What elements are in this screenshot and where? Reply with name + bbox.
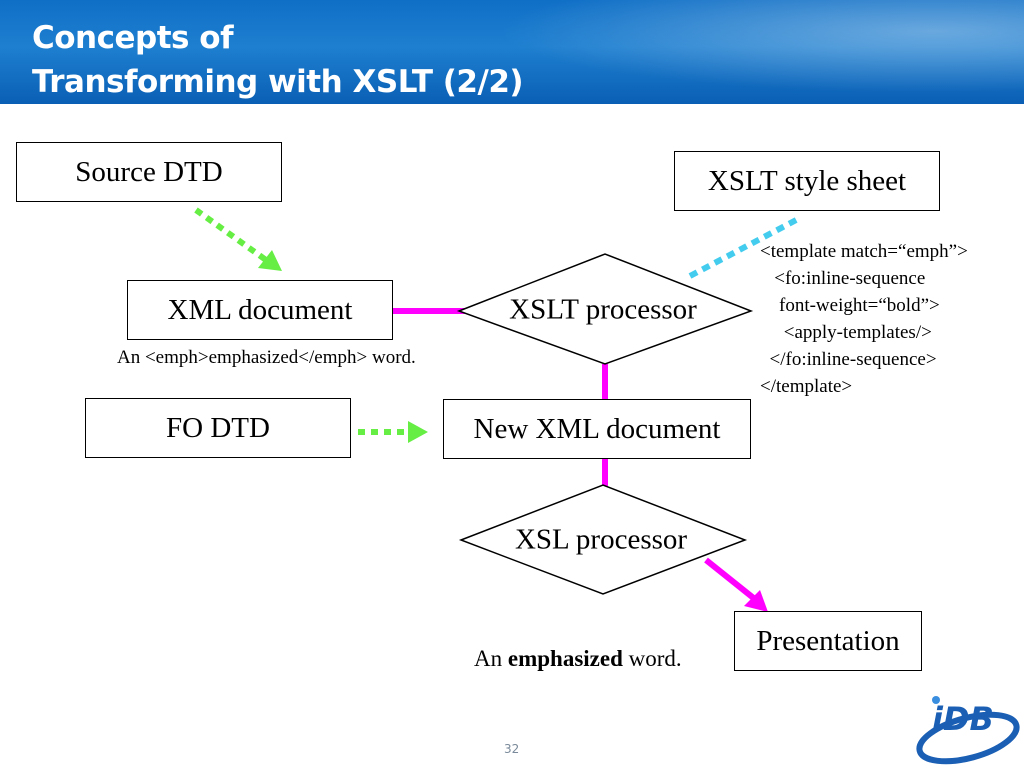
arrowhead-source-dtd [258, 250, 282, 271]
slide-title: Concepts of Transforming with XSLT (2/2) [32, 16, 524, 104]
arrowhead-fo-dtd [408, 421, 428, 443]
fo-dtd-box: FO DTD [85, 398, 351, 458]
presentation-label: Presentation [756, 624, 900, 657]
rendered-result-text: An emphasized word. [474, 646, 682, 672]
xslt-processor-diamond [456, 253, 754, 365]
xsl-processor-label: XSL processor [514, 523, 688, 556]
title-banner: Concepts of Transforming with XSLT (2/2) [0, 0, 1024, 104]
xml-document-box: XML document [127, 280, 393, 340]
xslt-processor-label: XSLT processor [509, 293, 697, 326]
result-bold-word: emphasized [507, 646, 623, 671]
new-xml-document-label: New XML document [473, 412, 721, 445]
presentation-box: Presentation [734, 611, 922, 671]
xslt-style-sheet-label: XSLT style sheet [707, 164, 907, 197]
xsl-processor-diamond [458, 484, 748, 595]
arrowhead-presentation [744, 590, 768, 612]
page-number: 32 [504, 742, 520, 756]
result-prefix: An [474, 646, 508, 671]
code-line: </fo:inline-sequence> [760, 349, 937, 370]
idb-logo: iDB [916, 696, 1020, 765]
xml-example-text: An <emph>emphasized</emph> word. [117, 347, 416, 368]
connector-stylesheet-to-processor [688, 215, 802, 279]
code-line: </template> [760, 376, 853, 397]
slide-title-line1: Concepts of [32, 20, 234, 56]
xml-document-label: XML document [167, 293, 353, 326]
source-dtd-box: Source DTD [16, 142, 282, 202]
code-line: font-weight=“bold”> [760, 295, 940, 316]
result-suffix: word. [622, 646, 682, 671]
svg-text:iDB: iDB [932, 700, 994, 738]
arrow-xsl-to-presentation [704, 557, 758, 603]
arrow-source-dtd [194, 207, 268, 263]
slide-title-line2: Transforming with XSLT (2/2) [32, 64, 524, 100]
xslt-style-sheet-box: XSLT style sheet [674, 151, 940, 211]
code-line: <apply-templates/> [760, 322, 932, 343]
source-dtd-label: Source DTD [75, 155, 223, 188]
new-xml-document-box: New XML document [443, 399, 751, 459]
code-line: <template match=“emph”> [760, 241, 968, 262]
template-code-block: <template match=“emph”> <fo:inline-seque… [760, 238, 968, 400]
fo-dtd-label: FO DTD [166, 411, 270, 444]
code-line: <fo:inline-sequence [760, 268, 926, 289]
